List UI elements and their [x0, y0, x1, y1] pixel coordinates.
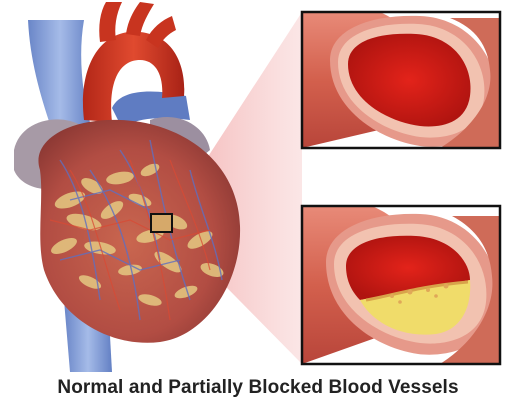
blocked-vessel-inset [302, 206, 500, 364]
zoom-region-marker [151, 214, 172, 232]
heart-illustration [14, 2, 240, 372]
figure-caption: Normal and Partially Blocked Blood Vesse… [0, 374, 516, 402]
heart-vessel-illustration [0, 0, 516, 372]
normal-vessel-inset [302, 12, 500, 148]
